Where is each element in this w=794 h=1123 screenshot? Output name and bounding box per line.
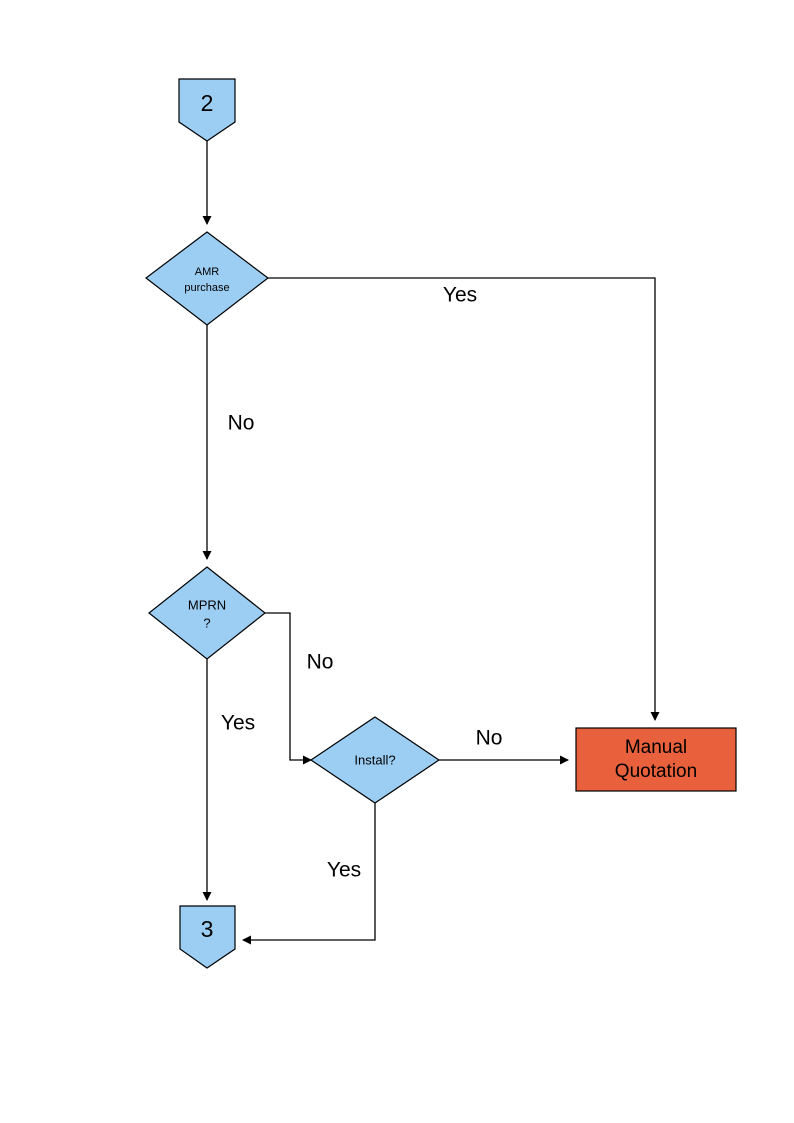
edge-label-install-no: No	[476, 727, 503, 750]
edge-line-amr-yes	[268, 277, 660, 721]
node-label-manual-quotation-line2: Quotation	[615, 761, 697, 782]
node-mprn[interactable]: MPRN ?	[148, 566, 266, 660]
node-label-manual-quotation-line1: Manual	[625, 737, 687, 758]
diamond-shape-amr	[145, 231, 269, 326]
edge-mprn-yes: Yes	[202, 659, 255, 901]
edge-install-no: No	[439, 727, 569, 765]
node-install[interactable]: Install?	[309, 716, 441, 804]
node-label-start-2: 2	[201, 90, 214, 116]
diamond-shape-install	[309, 716, 441, 804]
edge-label-amr-no: No	[228, 412, 255, 435]
node-start-2[interactable]: 2	[178, 78, 236, 142]
edge-line-install-yes	[242, 803, 376, 945]
rectangle-shape-manual-quotation	[575, 727, 737, 792]
node-label-mprn-line2: ?	[203, 615, 210, 630]
pentagon-shape-start	[178, 78, 236, 142]
pentagon-shape-end	[179, 905, 236, 969]
edge-mprn-no: No	[265, 612, 334, 765]
node-manual-quotation[interactable]: Manual Quotation	[575, 727, 737, 792]
edge-line-mprn-no	[265, 612, 312, 765]
edge-install-yes: Yes	[242, 803, 376, 945]
node-label-amr-line2: purchase	[184, 282, 229, 294]
edge-amr-yes: Yes	[268, 277, 660, 721]
edge-label-install-yes: Yes	[327, 859, 361, 882]
node-end-3[interactable]: 3	[179, 905, 236, 969]
edge-label-amr-yes: Yes	[443, 284, 477, 307]
edge-label-mprn-no: No	[307, 651, 334, 674]
node-label-end-3: 3	[201, 916, 214, 942]
edge-amr-no: No	[202, 325, 255, 560]
node-label-mprn-line1: MPRN	[188, 597, 226, 612]
node-label-install: Install?	[354, 752, 395, 767]
diamond-shape-mprn	[148, 566, 266, 660]
edge-label-mprn-yes: Yes	[221, 712, 255, 735]
node-label-amr-line1: AMR	[195, 266, 220, 278]
node-amr-purchase[interactable]: AMR purchase	[145, 231, 269, 326]
